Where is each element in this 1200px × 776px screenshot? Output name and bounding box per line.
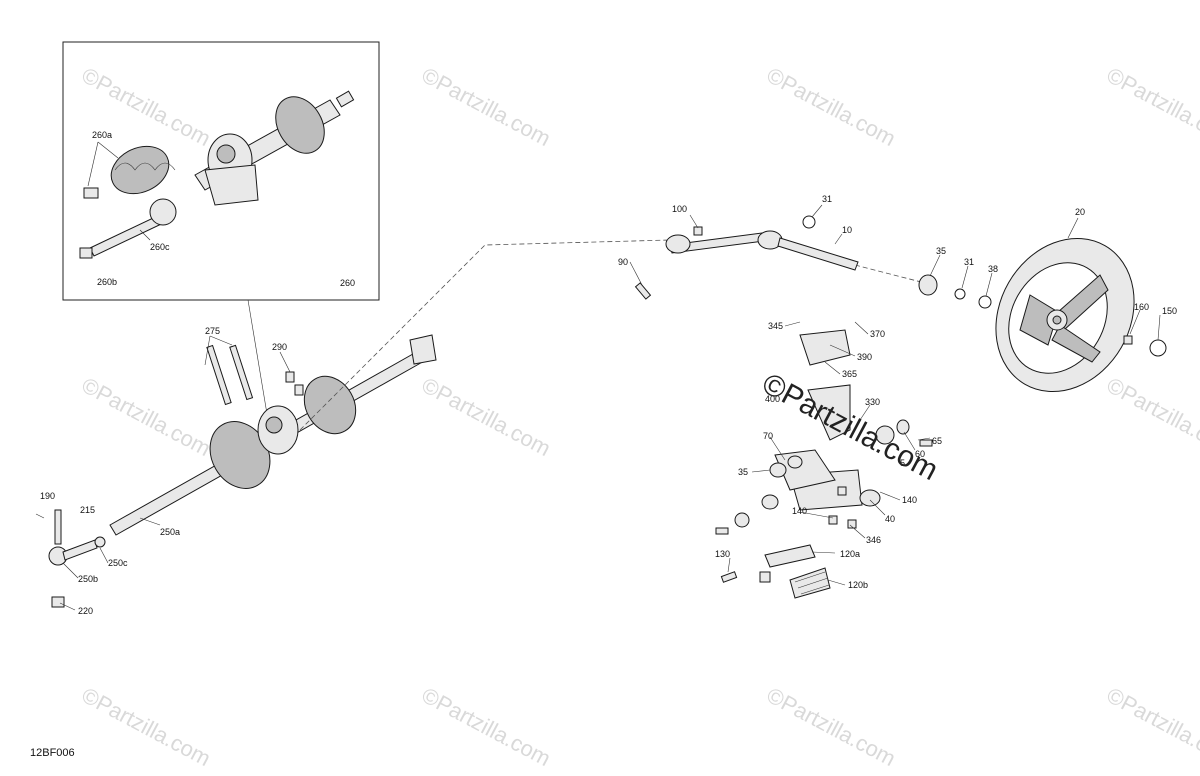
callout-250b: 250b [78, 574, 98, 584]
callout-65: 65 [932, 436, 942, 446]
inset-tie-rod-260c [79, 198, 177, 259]
inset-boot-260a [83, 145, 176, 199]
inset-pointer-line [247, 299, 269, 421]
steering-wheel [995, 237, 1135, 393]
rack-to-shaft-dashed-line [299, 239, 671, 431]
callout-365: 365 [842, 369, 857, 379]
watermark: ©Partzilla.com [418, 682, 555, 771]
callout-70: 70 [763, 431, 773, 441]
watermark: ©Partzilla.com [1103, 62, 1200, 151]
callout-345: 345 [768, 321, 783, 331]
watermark: ©Partzilla.com [1103, 682, 1200, 771]
main-steering-rack [109, 334, 437, 536]
callout-260: 260 [340, 278, 355, 288]
callout-120a: 120a [840, 549, 860, 559]
callout-60: 60 [915, 449, 925, 459]
callout-190: 190 [40, 491, 55, 501]
shaft-to-wheel-dashed-line [854, 264, 926, 284]
callout-250a: 250a [160, 527, 180, 537]
callout-35-upper: 35 [936, 246, 946, 256]
watermark: ©Partzilla.com [78, 372, 215, 461]
watermark: ©Partzilla.com [1103, 372, 1200, 461]
watermark: ©Partzilla.com [763, 682, 900, 771]
diagram-code: 12BF006 [30, 747, 75, 759]
callout-390: 390 [857, 352, 872, 362]
callout-260b: 260b [97, 277, 117, 287]
callout-40: 40 [885, 514, 895, 524]
callout-140-right: 140 [902, 495, 917, 505]
callout-220: 220 [78, 606, 93, 616]
callout-31-lower: 31 [964, 257, 974, 267]
callout-140-left: 140 [792, 506, 807, 516]
callout-130: 130 [715, 549, 730, 559]
tilt-cylinder-120 [720, 544, 831, 599]
callout-346: 346 [866, 535, 881, 545]
detail-inset-box [62, 41, 380, 301]
callout-250c: 250c [108, 558, 128, 568]
callout-5: 5 [900, 458, 905, 468]
watermark: ©Partzilla.com [78, 682, 215, 771]
callout-31-upper: 31 [822, 194, 832, 204]
callout-160: 160 [1134, 302, 1149, 312]
wheel-hardware [802, 215, 1167, 357]
callout-275: 275 [205, 326, 220, 336]
column-bracket-assembly [715, 329, 933, 535]
callout-90: 90 [618, 257, 628, 267]
callout-38: 38 [988, 264, 998, 274]
callout-150: 150 [1162, 306, 1177, 316]
callout-260a: 260a [92, 130, 112, 140]
callout-290: 290 [272, 342, 287, 352]
callout-100: 100 [672, 204, 687, 214]
callout-330: 330 [865, 397, 880, 407]
callout-370: 370 [870, 329, 885, 339]
callout-20: 20 [1075, 207, 1085, 217]
callout-120b: 120b [848, 580, 868, 590]
tie-rod-end-250b [35, 509, 106, 608]
watermark: ©Partzilla.com [418, 372, 555, 461]
callout-labels: 260a 260c 260b 260 275 290 190 215 250a … [40, 130, 1177, 616]
inset-rack-assembly [194, 90, 355, 206]
callout-35-lower: 35 [738, 467, 748, 477]
callout-400: 400 [765, 394, 780, 404]
callout-260c: 260c [150, 242, 170, 252]
watermark: ©Partzilla.com [418, 62, 555, 151]
callout-215: 215 [80, 505, 95, 515]
steering-column-shaft [634, 226, 859, 300]
callout-leaders [59, 141, 1161, 611]
callout-10: 10 [842, 225, 852, 235]
watermark: ©Partzilla.com [763, 62, 900, 151]
